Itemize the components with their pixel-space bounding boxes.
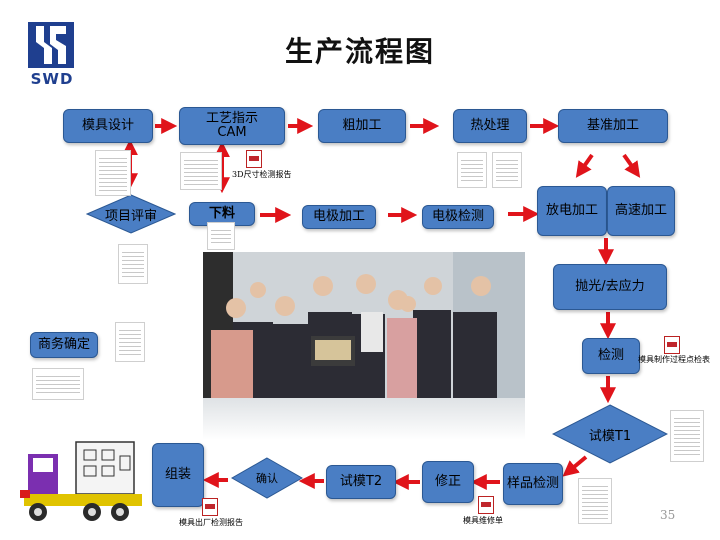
node-rough-machining: 粗加工 bbox=[318, 109, 406, 143]
node-heat-treatment: 热处理 bbox=[453, 109, 527, 143]
node-mold-design: 模具设计 bbox=[63, 109, 153, 143]
truck-illustration bbox=[18, 438, 148, 532]
document-thumbnail bbox=[118, 244, 148, 284]
document-thumbnail bbox=[670, 410, 704, 462]
document-thumbnail bbox=[180, 152, 222, 190]
document-thumbnail bbox=[115, 322, 145, 362]
logo-text: SWD bbox=[30, 70, 74, 88]
project-review-label: 项目评审 bbox=[104, 208, 157, 224]
node-modify: 修正 bbox=[422, 461, 474, 503]
node-process-instruction: 工艺指示 CAM bbox=[179, 107, 285, 145]
node-sample-inspection: 样品检测 bbox=[503, 463, 563, 505]
document-thumbnail bbox=[457, 152, 487, 188]
node-electrode-machining: 电极加工 bbox=[302, 205, 376, 229]
node-inspection: 检测 bbox=[582, 338, 640, 374]
pdf-icon bbox=[664, 336, 680, 354]
document-thumbnail bbox=[492, 152, 522, 188]
node-polish: 抛光/去应力 bbox=[553, 264, 667, 310]
node-edm: 放电加工 bbox=[537, 186, 607, 236]
team-photo-reflection bbox=[203, 398, 525, 440]
caption-cam-report: 3D尺寸检测报告 bbox=[232, 170, 292, 179]
logo-mark-icon bbox=[28, 22, 74, 68]
swd-logo: SWD bbox=[24, 22, 80, 88]
pdf-icon bbox=[246, 150, 262, 168]
document-thumbnail bbox=[95, 150, 131, 196]
team-photo bbox=[203, 252, 525, 398]
document-thumbnail bbox=[32, 368, 84, 400]
document-thumbnail bbox=[207, 222, 235, 250]
page-title: 生产流程图 bbox=[284, 35, 435, 68]
node-hsm: 高速加工 bbox=[607, 186, 675, 236]
caption-repair-sheet: 模具维修单 bbox=[463, 516, 503, 525]
caption-factory-report: 模具出厂检测报告 bbox=[179, 518, 243, 527]
node-project-review: 项目评审 bbox=[86, 194, 176, 234]
node-electrode-inspection: 电极检测 bbox=[422, 205, 494, 229]
pdf-icon bbox=[202, 498, 218, 516]
node-confirm: 确认 bbox=[231, 457, 303, 499]
pdf-icon bbox=[478, 496, 494, 514]
node-trial-t2: 试模T2 bbox=[326, 465, 396, 499]
trial-t1-label: 试模T1 bbox=[588, 428, 632, 444]
confirm-label: 确认 bbox=[256, 472, 278, 485]
node-assembly: 组装 bbox=[152, 443, 204, 507]
page-number: 35 bbox=[660, 508, 676, 522]
caption-process-check: 模具制作过程点检表 bbox=[638, 355, 710, 364]
node-trial-t1: 试模T1 bbox=[552, 404, 668, 464]
node-datum-machining: 基准加工 bbox=[558, 109, 668, 143]
node-business-confirm: 商务确定 bbox=[30, 332, 98, 358]
document-thumbnail bbox=[578, 478, 612, 524]
